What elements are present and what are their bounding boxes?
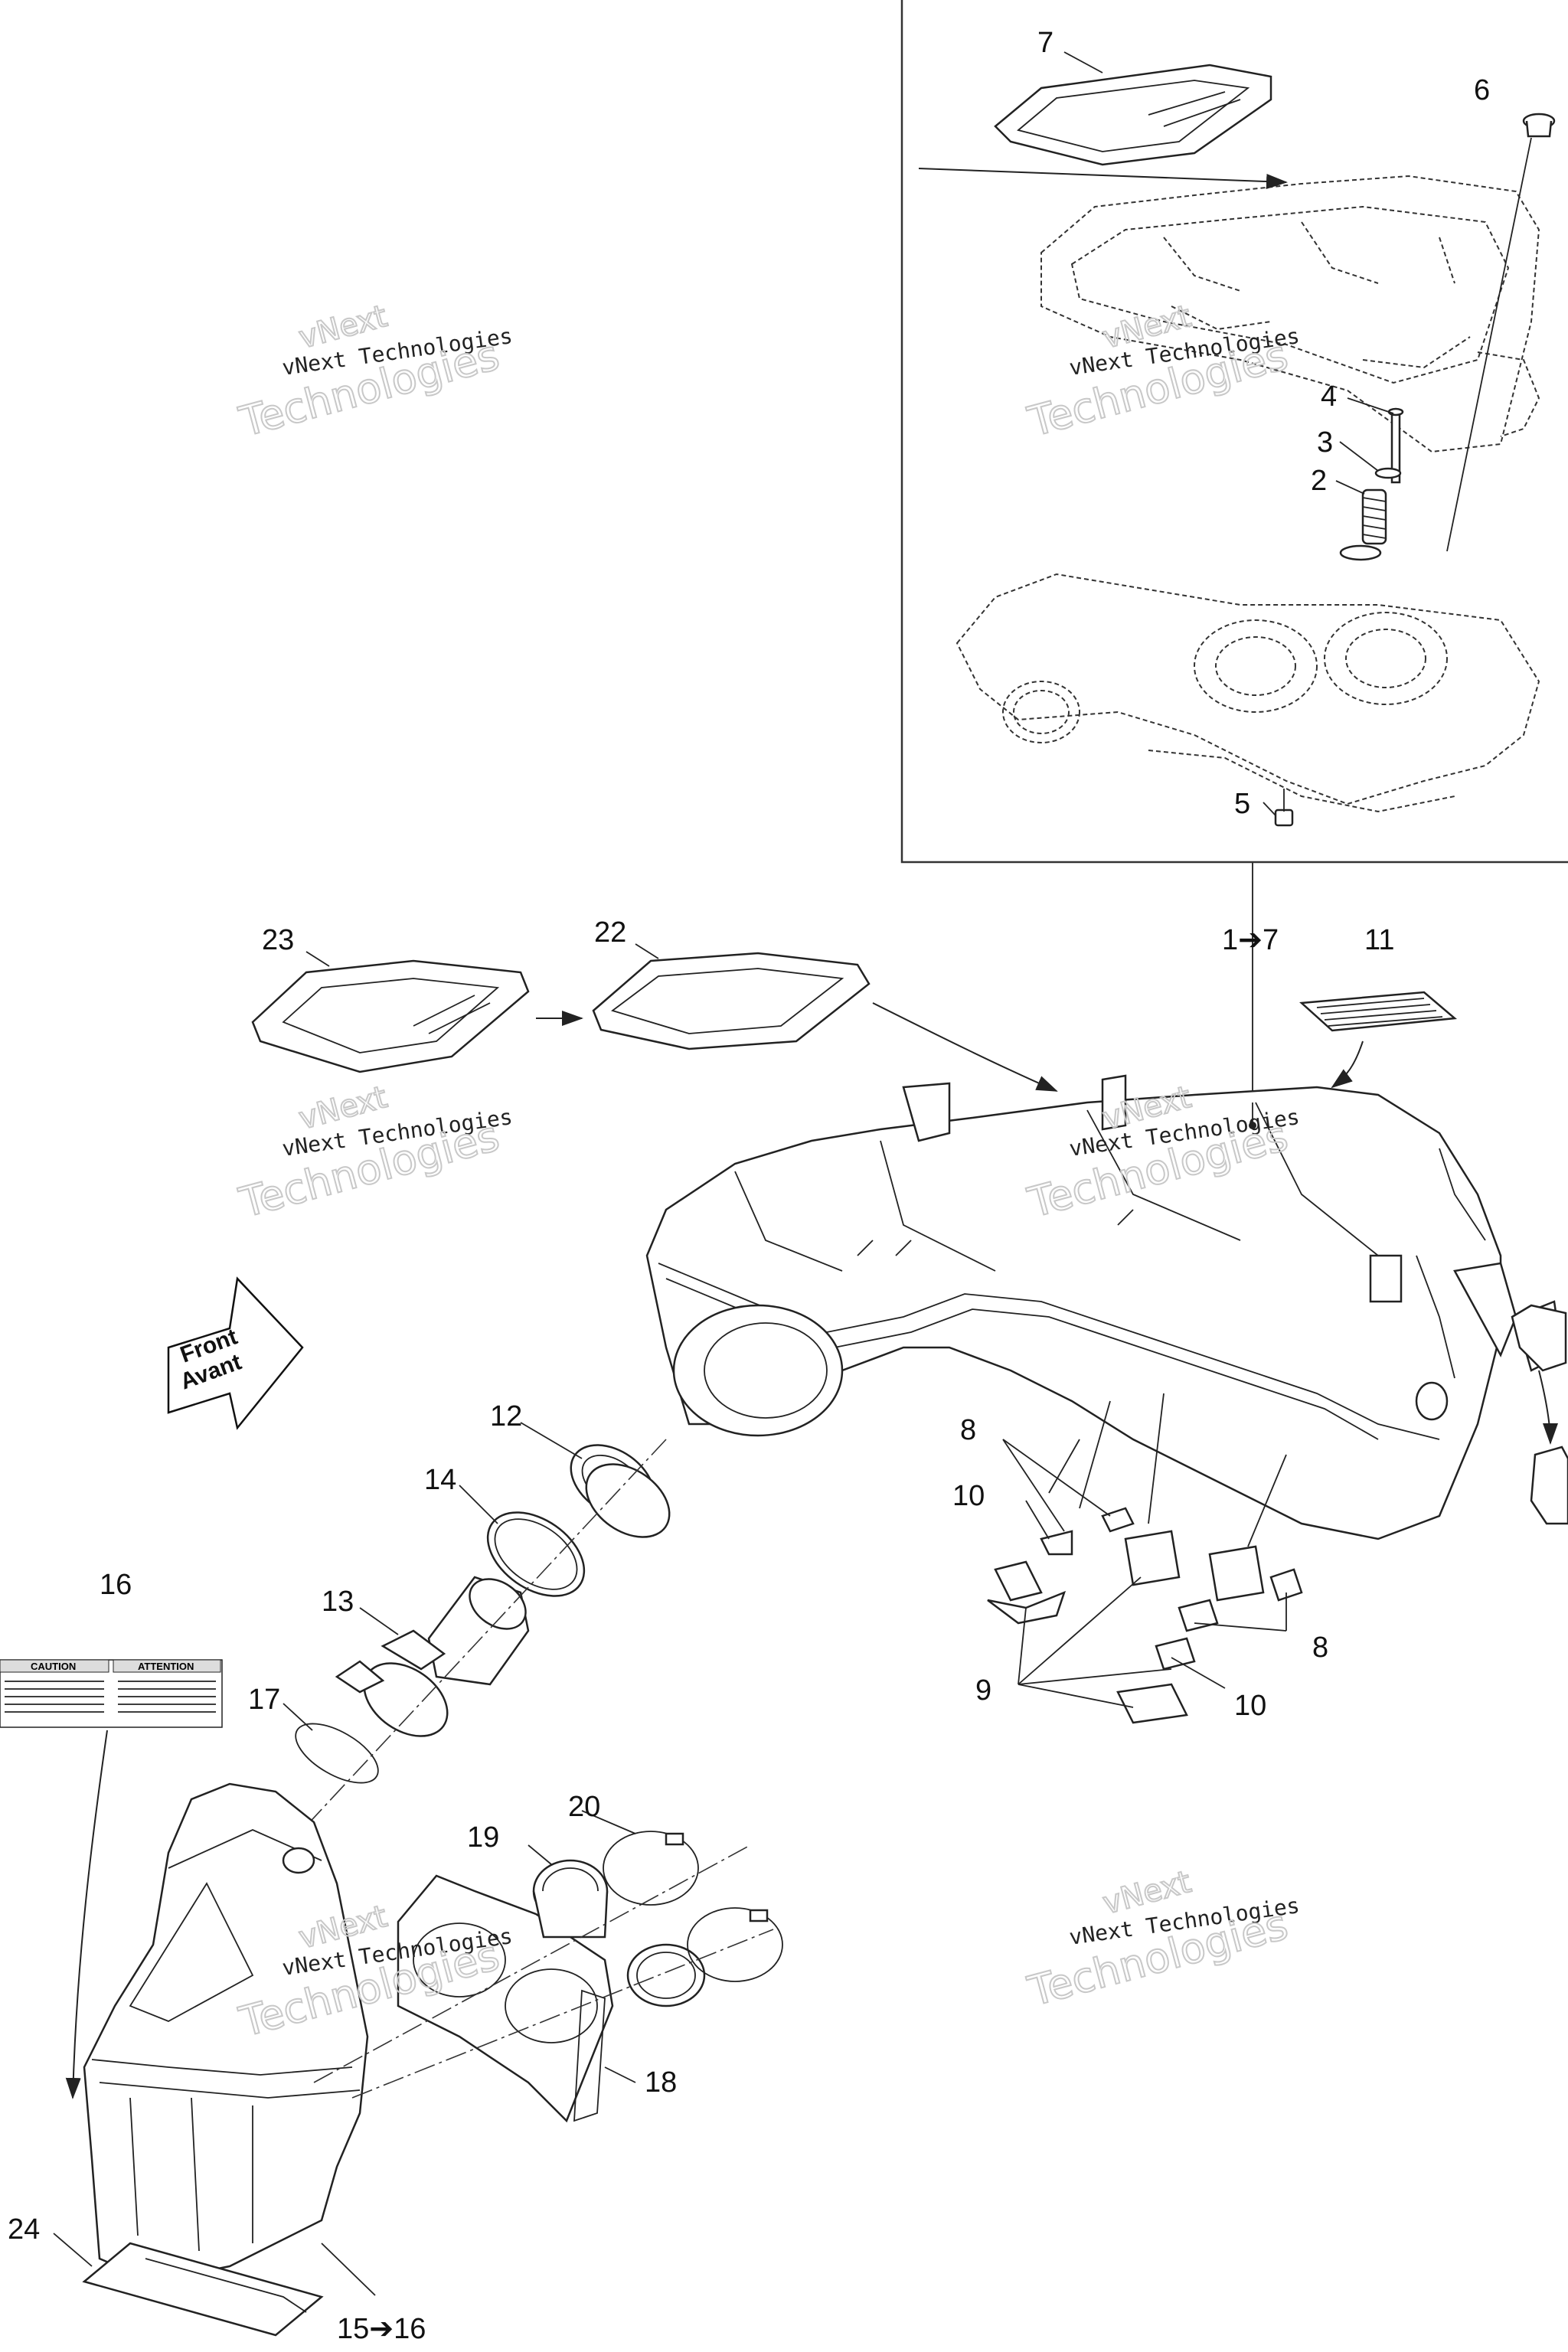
callout-19: 19 <box>467 1821 499 1854</box>
callout-4: 4 <box>1321 381 1337 413</box>
callout-labels: 7 6 4 3 2 5 1➔7 23 22 11 12 14 13 16 17 … <box>8 27 1490 2345</box>
part-16-warning-label: CAUTION ATTENTION <box>0 1659 223 2099</box>
watermark-top-left: vNext vNext Technologies Technologies <box>234 298 514 447</box>
part-13-tube <box>335 1576 530 1737</box>
part-23-cover <box>251 959 530 1073</box>
watermark-mid-left: vNext vNext Technologies Technologies <box>234 1079 514 1228</box>
part-11-decal <box>1299 991 1458 1089</box>
callout-17: 17 <box>248 1684 280 1716</box>
callout-22: 22 <box>594 916 626 949</box>
inset-frame <box>900 0 1568 1125</box>
callout-16: 16 <box>100 1569 132 1601</box>
callout-18: 18 <box>645 2066 677 2099</box>
part-2-spring <box>1339 488 1387 561</box>
callout-6: 6 <box>1474 74 1490 106</box>
side-duct <box>1511 1304 1568 1525</box>
attention-header: ATTENTION <box>138 1661 194 1672</box>
caution-header: CAUTION <box>31 1661 76 1672</box>
callout-12: 12 <box>490 1400 522 1432</box>
clip-leaders <box>1002 1393 1287 1708</box>
inset-upper-housing <box>1040 175 1540 453</box>
watermark-bottom-right: vNext vNext Technologies Technologies <box>1022 1864 1301 2017</box>
part-19-sleeve <box>532 1859 706 2007</box>
callout-3: 3 <box>1317 426 1333 459</box>
part-17-oring <box>295 1723 379 1784</box>
part-22-filter <box>592 952 871 1050</box>
callout-2: 2 <box>1311 465 1327 497</box>
callout-14: 14 <box>424 1464 456 1496</box>
callout-20: 20 <box>568 1791 600 1823</box>
inset-lower-housing <box>956 573 1540 813</box>
part-12-adaptor <box>570 1444 671 1538</box>
main-airbox <box>645 1074 1563 1540</box>
part-14-clamp <box>486 1511 586 1597</box>
front-arrow-icon: Front Avant <box>167 1276 304 1430</box>
part-3-washer <box>1374 467 1402 479</box>
callout-leaders <box>53 51 1394 2296</box>
lower-airbox <box>83 1782 369 2283</box>
callout-7: 7 <box>1037 27 1054 59</box>
callout-8-upper: 8 <box>960 1414 976 1446</box>
callout-15-to-16: 15➔16 <box>337 2313 426 2345</box>
callout-9: 9 <box>975 1674 991 1707</box>
part-7-cover <box>994 64 1272 166</box>
part-20-clamp <box>603 1831 783 1982</box>
callout-23: 23 <box>262 924 294 956</box>
callout-10-upper: 10 <box>952 1480 985 1512</box>
callout-24: 24 <box>8 2213 40 2246</box>
callout-5: 5 <box>1234 788 1250 820</box>
part-6-grommet <box>1446 113 1556 552</box>
callout-1-to-7: 1➔7 <box>1222 924 1279 956</box>
part-5-nut <box>1274 789 1294 827</box>
callout-13: 13 <box>322 1586 354 1618</box>
callout-11: 11 <box>1364 924 1394 956</box>
callout-8-lower: 8 <box>1312 1632 1328 1664</box>
callout-10-lower: 10 <box>1234 1690 1266 1722</box>
assembly-center-lines <box>313 1844 774 2099</box>
part-24-pad <box>82 2242 324 2337</box>
watermark-top-right: vNext vNext Technologies Technologies <box>1022 298 1301 447</box>
